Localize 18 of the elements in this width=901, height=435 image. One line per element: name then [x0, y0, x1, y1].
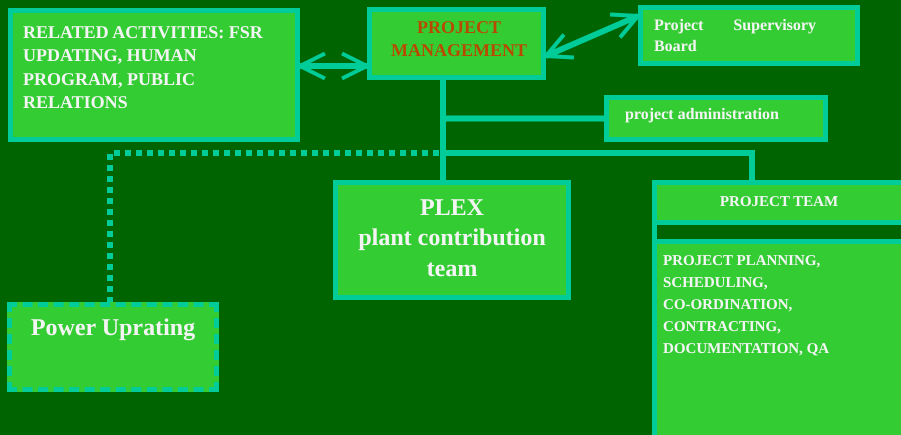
process-box [8, 8, 300, 142]
box-label: PROJECT MANAGEMENT [390, 16, 528, 62]
process-box [638, 5, 860, 66]
process-box [652, 180, 901, 435]
process-box [333, 180, 571, 300]
arrow [544, 12, 640, 60]
task-list: PROJECT PLANNING, SCHEDULING, CO-ORDINATION, CONTRACTING, DOCUMENTATION, QA [657, 244, 901, 435]
arrow [298, 52, 369, 80]
process-box [604, 95, 828, 142]
box-label: plant contribution team [357, 224, 547, 284]
box-label: Project Supervisory Board [654, 16, 816, 57]
process-box [367, 7, 546, 80]
box-heading: PLEX [418, 194, 485, 223]
box-label: Power Uprating [30, 314, 196, 343]
box-label: RELATED ACTIVITIES: FSR UPDATING, HUMAN PROGRAM, PUBLIC RELATIONS [23, 21, 264, 114]
box-label: project administration [625, 105, 780, 125]
process-box [7, 302, 219, 392]
team-heading: PROJECT TEAM [657, 185, 901, 220]
